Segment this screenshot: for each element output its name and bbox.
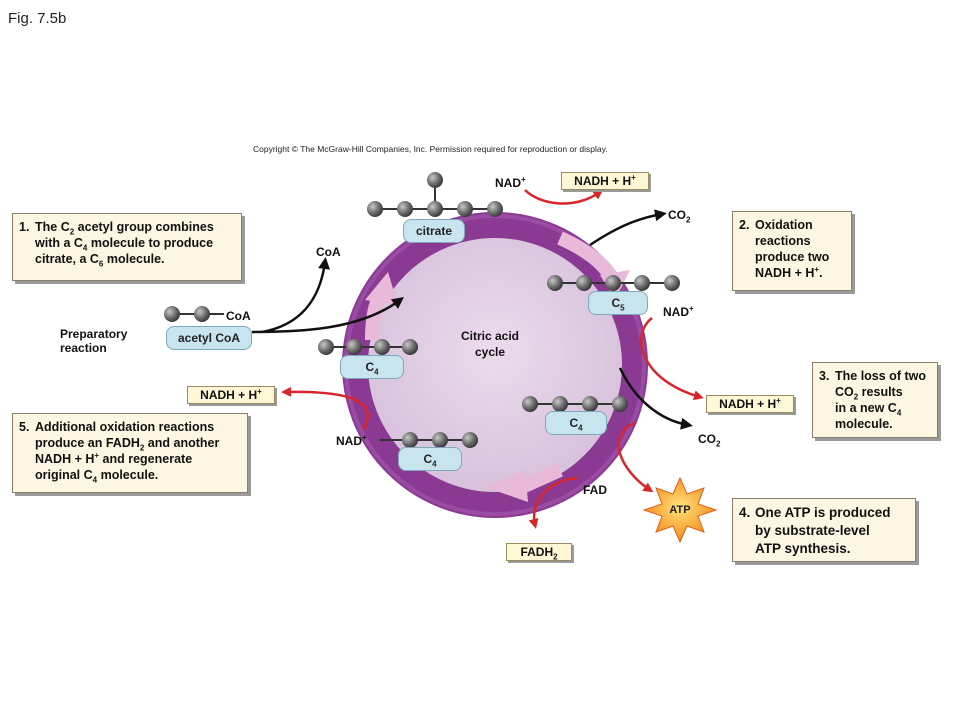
atom [582, 396, 598, 412]
nad-top-label: NAD+ [495, 175, 526, 191]
atom [576, 275, 592, 291]
acetyl-coa-molecule [164, 306, 224, 322]
atom [552, 396, 568, 412]
atom [194, 306, 210, 322]
c5-label: C [611, 296, 621, 310]
c4-right-molecule [522, 396, 628, 412]
c4-right-pill: C4 [545, 411, 607, 435]
atom [397, 201, 413, 217]
fad-label: FAD [583, 483, 607, 497]
co2-bottom-label: CO2 [698, 432, 721, 449]
coa-attached-label: CoA [226, 309, 251, 323]
atom [487, 201, 503, 217]
atom [634, 275, 650, 291]
c5-pill: C5 [588, 291, 648, 315]
c4-bottom-molecule [380, 432, 478, 448]
atom [367, 201, 383, 217]
atom [547, 275, 563, 291]
cycle-center-label: Citric acid cycle [460, 329, 520, 359]
fadh2-box: FADH2 [506, 543, 572, 561]
atom [612, 396, 628, 412]
c4-right-label: C [569, 416, 579, 430]
c4-left-label: C [365, 360, 375, 374]
copyright-notice: Copyright © The McGraw-Hill Companies, I… [253, 144, 608, 154]
note-step-5: 5.Additional oxidation reactions produce… [12, 413, 248, 493]
note-step-1: 1.The C2 acetyl group combines with a C4… [12, 213, 242, 281]
figure-label: Fig. 7.5b [8, 10, 67, 27]
atom [457, 201, 473, 217]
cycle-arrow-bottom [517, 463, 563, 495]
atom [664, 275, 680, 291]
nad-right-red-arrow [640, 317, 704, 401]
c4-left-molecule [318, 339, 418, 355]
note-step-3: 3.The loss of two CO2 results in a new C… [812, 362, 938, 438]
acetyl-coa-entry-arrow [251, 297, 405, 334]
atom [605, 275, 621, 291]
co2-release-bottom-arrow [618, 367, 693, 430]
coa-release-arrow [261, 257, 331, 334]
acetyl-coa-pill: acetyl CoA [166, 326, 252, 350]
atom [402, 432, 418, 448]
atp-red-arrow [617, 421, 654, 493]
atp-label: ATP [669, 504, 691, 516]
atom [522, 396, 538, 412]
note-step-2: 2.Oxidation reactions produce two NADH +… [732, 211, 852, 291]
c5-molecule [547, 275, 680, 291]
nad-right-label: NAD+ [663, 304, 694, 320]
preparatory-reaction-label: Preparatory reaction [60, 327, 128, 355]
atom [432, 432, 448, 448]
citrate-molecule [367, 172, 503, 217]
nadh-left-box: NADH + H+ [187, 386, 275, 404]
coa-released-label: CoA [316, 245, 341, 259]
atom [402, 339, 418, 355]
atom [374, 339, 390, 355]
nad-top-red-arrow [524, 189, 604, 205]
c4-left-pill: C4 [340, 355, 404, 379]
atom [164, 306, 180, 322]
c4-bottom-label: C [423, 452, 433, 466]
atom [346, 339, 362, 355]
cycle-arrowhead-bottom [485, 470, 528, 502]
nadh-right-box: NADH + H+ [706, 395, 794, 413]
atom [462, 432, 478, 448]
co2-release-top-arrow [589, 209, 667, 247]
fad-red-arrow [528, 476, 579, 529]
nad-left-label: NAD+ [336, 433, 367, 449]
citrate-pill: citrate [403, 219, 465, 243]
nad-left-red-arrow [281, 386, 370, 431]
nadh-top-box: NADH + H+ [561, 172, 649, 190]
atom [427, 172, 443, 188]
atp-starburst [642, 476, 718, 544]
atom [318, 339, 334, 355]
note-step-4: 4.One ATP is produced by substrate-level… [732, 498, 916, 562]
cycle-arrowhead-left [365, 272, 398, 305]
atom [427, 201, 443, 217]
co2-top-label: CO2 [668, 208, 691, 225]
c4-bottom-pill: C4 [398, 447, 462, 471]
